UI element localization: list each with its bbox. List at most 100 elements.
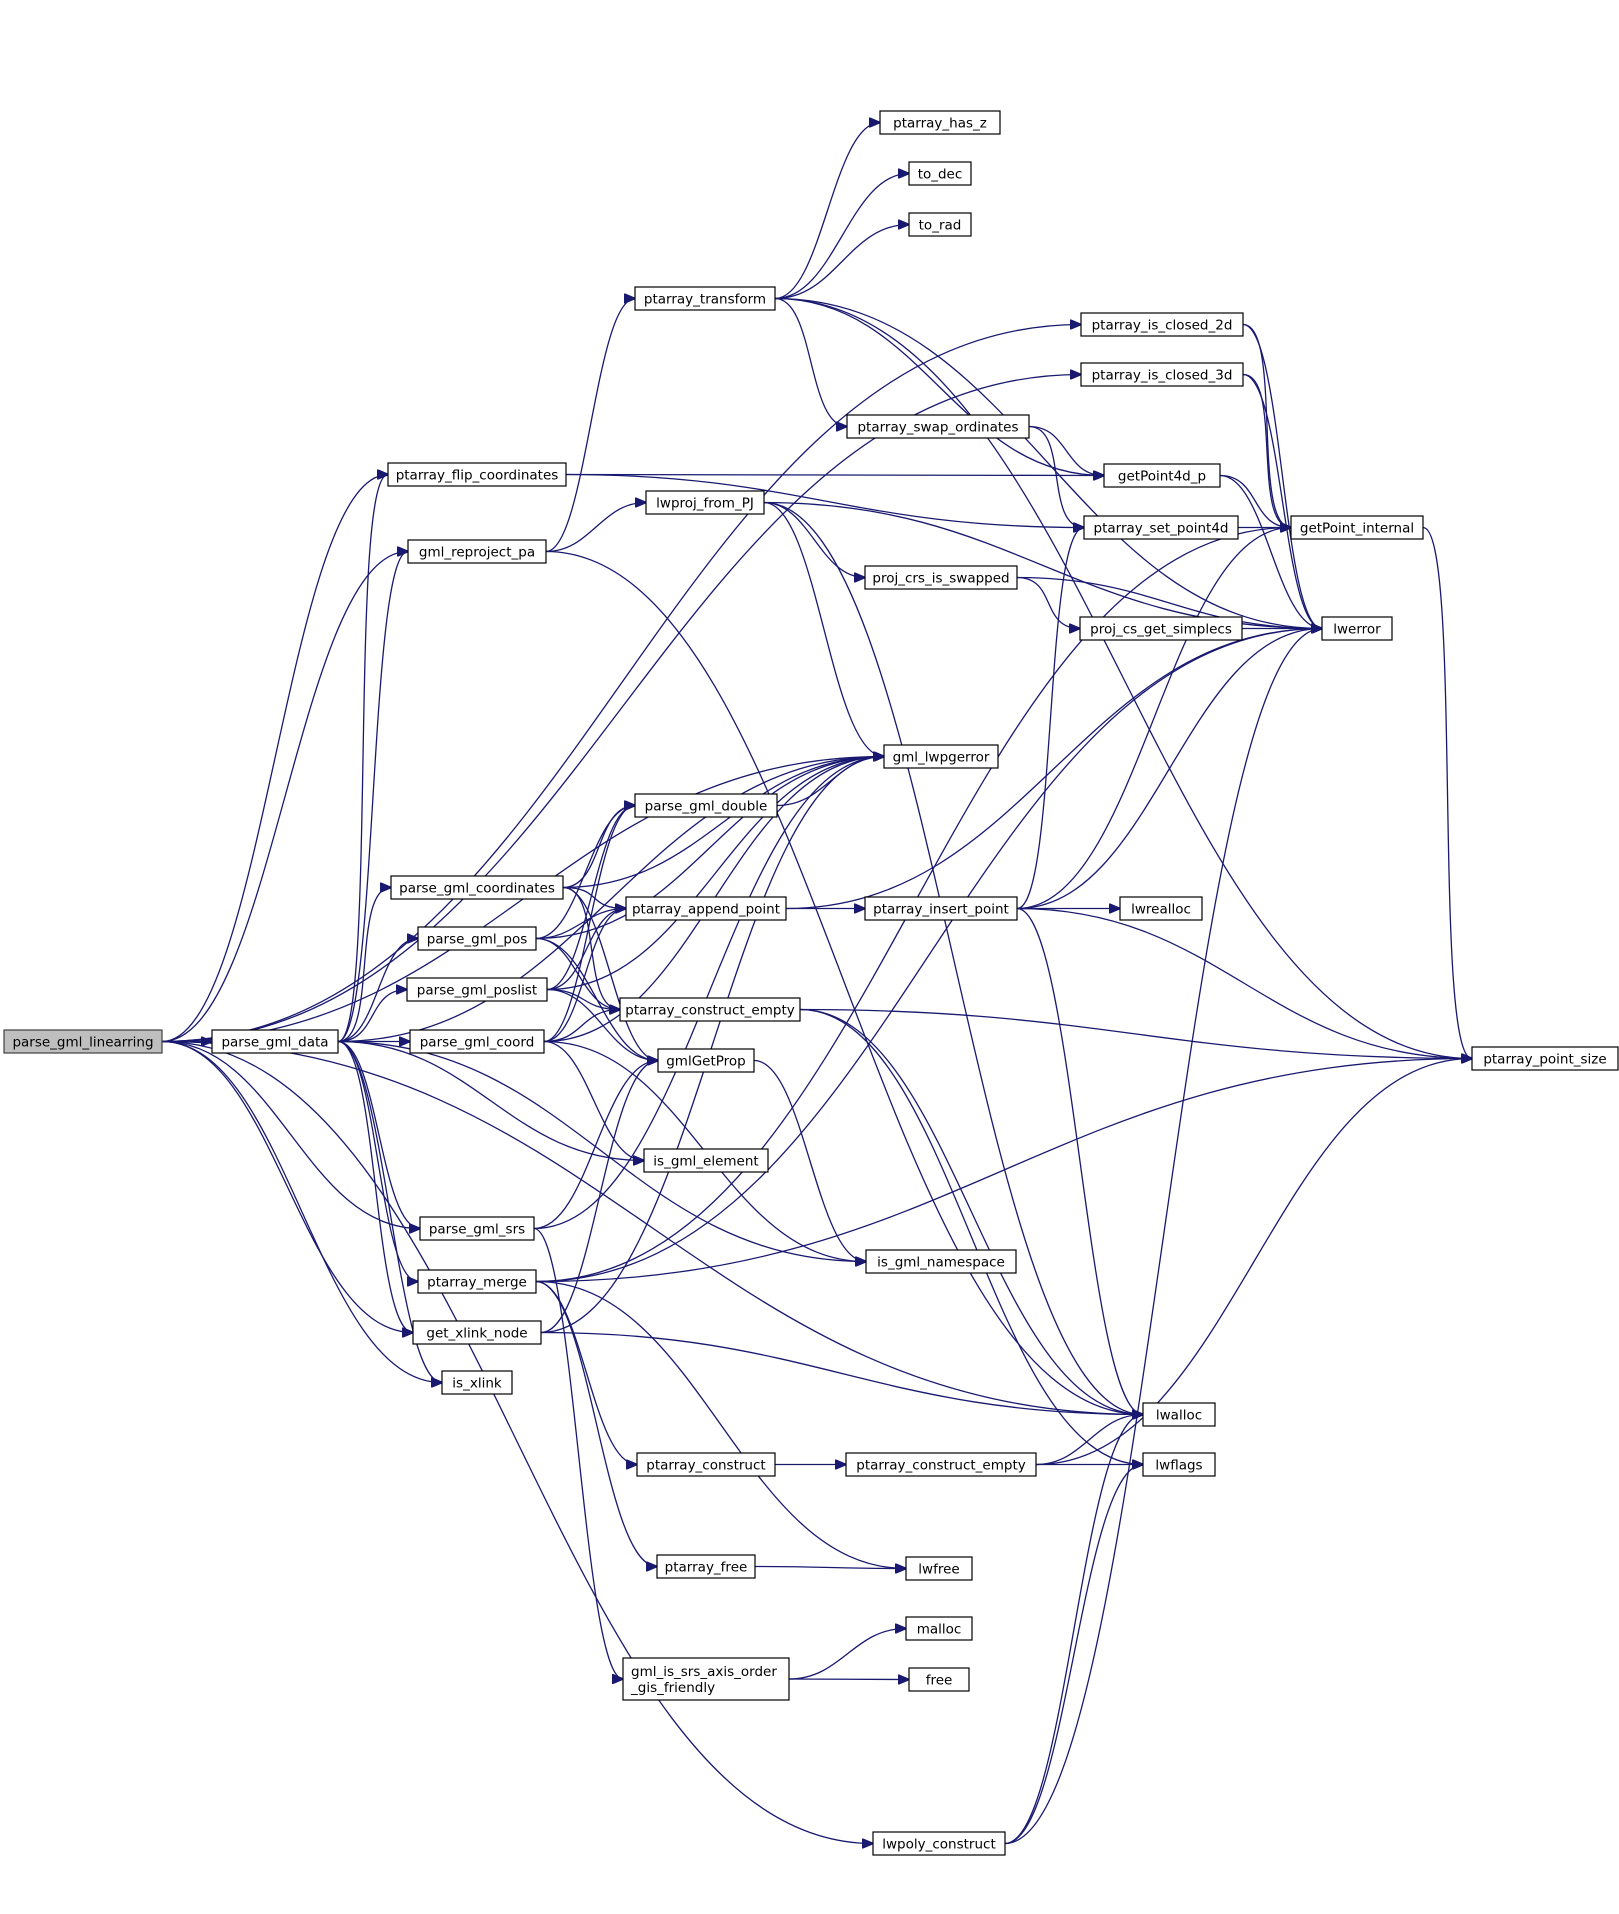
node-box (1083, 515, 1239, 540)
node-label: malloc (917, 1622, 962, 1638)
edge-ptarray_transform-to-getPoint4d_p (774, 297, 1104, 476)
node-box (1103, 463, 1221, 488)
node-label: parse_gml_poslist (417, 983, 537, 999)
node-ptarray-transform[interactable]: ptarray_transform (634, 286, 776, 311)
node-box (625, 896, 787, 921)
node-label: parse_gml_srs (429, 1222, 525, 1238)
node-label: ptarray_is_closed_3d (1092, 368, 1233, 384)
edge-ptarray_construct_empty_2-to-lwalloc (1035, 1415, 1143, 1466)
node-ptarray-merge[interactable]: ptarray_merge (417, 1269, 537, 1294)
edge-parse_gml_coordinates-to-gml_lwpgerror (562, 757, 884, 889)
node-ptarray-construct-empty-2[interactable]: ptarray_construct_empty (845, 1452, 1037, 1477)
node-box (390, 875, 564, 900)
node-get-xlink-node[interactable]: get_xlink_node (412, 1320, 542, 1345)
node-label: ptarray_append_point (632, 902, 780, 918)
node-to-dec[interactable]: to_dec (908, 161, 972, 186)
node-parse-gml-coord[interactable]: parse_gml_coord (409, 1029, 545, 1054)
edge-parse_gml_srs-to-gmlGetProp (533, 1061, 658, 1230)
node-ptarray-free[interactable]: ptarray_free (656, 1554, 756, 1579)
node-lwflags[interactable]: lwflags (1142, 1452, 1216, 1477)
node-ptarray-append-point[interactable]: ptarray_append_point (625, 896, 787, 921)
edge-ptarray_append_point-to-lwerror (785, 629, 1322, 910)
node-ptarray-flip-coordinates[interactable]: ptarray_flip_coordinates (387, 462, 567, 487)
edge-proj_crs_is_swapped-to-proj_cs_get_simplecs (1016, 576, 1080, 629)
edge-parse_gml_linearring-to-ptarray_is_closed_2d (161, 325, 1081, 1043)
node-box (417, 926, 537, 951)
node-is-gml-element[interactable]: is_gml_element (643, 1148, 769, 1173)
node-parse-gml-srs[interactable]: parse_gml_srs (419, 1216, 535, 1241)
edge-parse_gml_data-to-parse_gml_coordinates (337, 888, 391, 1043)
edge-parse_gml_linearring-to-ptarray_flip_coordinates (161, 475, 388, 1043)
node-label: parse_gml_double (645, 799, 768, 815)
node-box (865, 1249, 1017, 1274)
node-lwrealloc[interactable]: lwrealloc (1119, 896, 1203, 921)
edge-parse_gml_data-to-is_gml_element (337, 1040, 644, 1161)
node-malloc[interactable]: malloc (905, 1616, 973, 1641)
node-lwproj-from-PJ[interactable]: lwproj_from_PJ (645, 490, 765, 515)
node-box (409, 1029, 545, 1054)
node-box (879, 110, 1001, 135)
edge-parse_gml_linearring-to-get_xlink_node (161, 1040, 413, 1333)
node-ptarray-insert-point[interactable]: ptarray_insert_point (864, 896, 1018, 921)
node-box (1080, 362, 1244, 387)
node-parse-gml-double[interactable]: parse_gml_double (634, 793, 778, 818)
node-lwerror[interactable]: lwerror (1321, 616, 1393, 641)
node-label: _gis_friendly (630, 1680, 715, 1696)
node-gml-lwpgerror[interactable]: gml_lwpgerror (883, 744, 999, 769)
edge-ptarray_merge-to-lwerror (535, 629, 1322, 1283)
node-is-xlink[interactable]: is_xlink (441, 1370, 513, 1395)
edge-parse_gml_data-to-get_xlink_node (337, 1040, 413, 1333)
node-parse-gml-coordinates[interactable]: parse_gml_coordinates (390, 875, 564, 900)
node-parse-gml-poslist[interactable]: parse_gml_poslist (406, 977, 548, 1002)
node-label: ptarray_swap_ordinates (857, 420, 1018, 436)
edge-parse_gml_pos-to-ptarray_append_point (535, 909, 626, 940)
node-label: lwalloc (1156, 1408, 1202, 1424)
node-parse-gml-data[interactable]: parse_gml_data (211, 1029, 339, 1054)
node-box (905, 1556, 973, 1581)
node-label: get_xlink_node (426, 1326, 527, 1342)
node-ptarray-is-closed-2d[interactable]: ptarray_is_closed_2d (1080, 312, 1244, 337)
node-lwpoly-construct[interactable]: lwpoly_construct (872, 1831, 1006, 1856)
edge-parse_gml_coord-to-parse_gml_double (543, 806, 635, 1043)
node-label: gml_is_srs_axis_order (631, 1664, 777, 1680)
node-box (864, 896, 1018, 921)
node-lwfree[interactable]: lwfree (905, 1556, 973, 1581)
node-proj-crs-is-swapped[interactable]: proj_crs_is_swapped (864, 565, 1018, 590)
node-gml-reproject-pa[interactable]: gml_reproject_pa (407, 539, 547, 564)
edge-lwpoly_construct-to-lwflags (1004, 1465, 1143, 1845)
edge-gmlGetProp-to-is_gml_namespace (753, 1059, 866, 1262)
node-to-rad[interactable]: to_rad (908, 212, 972, 237)
node-parse-gml-linearring[interactable]: parse_gml_linearring (3, 1029, 163, 1054)
node-label: ptarray_merge (427, 1275, 527, 1291)
node-proj-cs-get-simplecs[interactable]: proj_cs_get_simplecs (1079, 616, 1243, 641)
edge-parse_gml_srs-to-gml_lwpgerror (533, 757, 884, 1230)
node-lwalloc[interactable]: lwalloc (1142, 1402, 1216, 1427)
node-parse-gml-pos[interactable]: parse_gml_pos (417, 926, 537, 951)
node-label: getPoint4d_p (1118, 469, 1206, 485)
edge-ptarray_transform-to-to_dec (774, 174, 909, 300)
node-ptarray-construct-empty[interactable]: ptarray_construct_empty (619, 997, 801, 1022)
node-free[interactable]: free (908, 1667, 970, 1692)
edge-parse_gml_linearring-to-gml_reproject_pa (161, 552, 408, 1043)
edge-ptarray_construct_empty_2-to-ptarray_point_size (1035, 1059, 1472, 1466)
edge-gml_reproject_pa-to-lwproj_from_PJ (545, 503, 646, 553)
edge-parse_gml_data-to-ptarray_merge (337, 1040, 418, 1282)
node-ptarray-is-closed-3d[interactable]: ptarray_is_closed_3d (1080, 362, 1244, 387)
node-getPoint-internal[interactable]: getPoint_internal (1290, 515, 1424, 540)
node-is-gml-namespace[interactable]: is_gml_namespace (865, 1249, 1017, 1274)
edge-ptarray_swap_ordinates-to-getPoint4d_p (1028, 425, 1104, 476)
node-box (406, 977, 548, 1002)
node-getPoint4d-p[interactable]: getPoint4d_p (1103, 463, 1221, 488)
node-gmlGetProp[interactable]: gmlGetProp (657, 1048, 755, 1073)
node-label: ptarray_has_z (893, 116, 987, 132)
node-ptarray-has-z[interactable]: ptarray_has_z (879, 110, 1001, 135)
node-ptarray-construct[interactable]: ptarray_construct (636, 1452, 776, 1477)
edge-parse_gml_data-to-gml_lwpgerror (337, 757, 884, 1043)
node-label: ptarray_set_point4d (1094, 521, 1229, 537)
edge-parse_gml_data-to-ptarray_flip_coordinates (337, 475, 388, 1043)
node-box (846, 414, 1030, 439)
node-ptarray-swap-ordinates[interactable]: ptarray_swap_ordinates (846, 414, 1030, 439)
node-gml-is-srs-axis-order-gis-friendly[interactable]: gml_is_srs_axis_order_gis_friendly (622, 1657, 790, 1701)
node-ptarray-point-size[interactable]: ptarray_point_size (1471, 1046, 1619, 1071)
node-ptarray-set-point4d[interactable]: ptarray_set_point4d (1083, 515, 1239, 540)
